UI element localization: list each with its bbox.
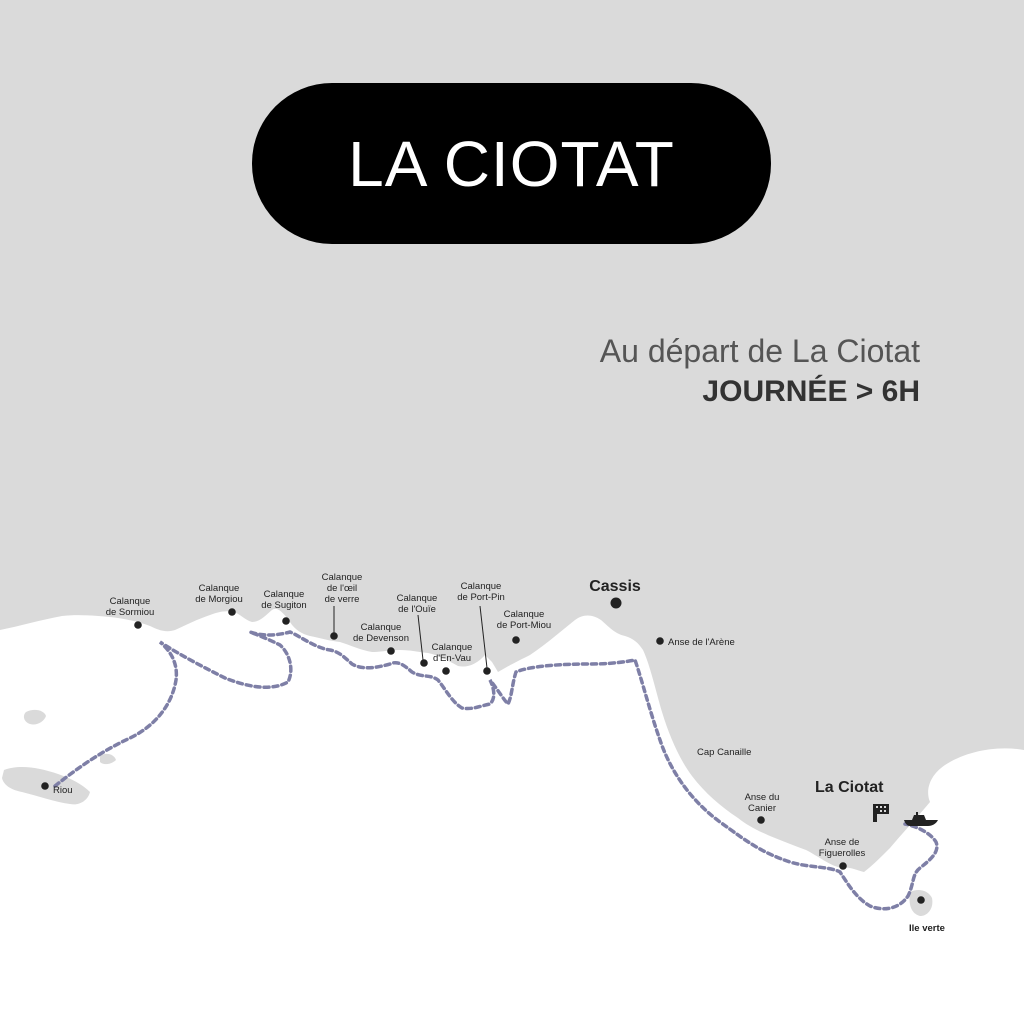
dot-ouie [420, 659, 428, 667]
dot-figuerolles [839, 862, 847, 870]
dot-ileverte [917, 896, 925, 904]
label-cassis: Cassis [589, 578, 641, 595]
label-line: de Port-Pin [457, 592, 505, 603]
dot-sugiton [282, 617, 290, 625]
pointer-ouie [417, 614, 424, 661]
label-laciotat: La Ciotat [815, 779, 884, 796]
page-title: LA CIOTAT [348, 127, 675, 200]
dot-portmiou [512, 636, 520, 644]
port-icon [873, 804, 889, 822]
label-line: Calanque [397, 593, 438, 604]
island-small-2 [100, 753, 116, 765]
label-line: de l'œil [327, 583, 357, 594]
label-line: Calanque [361, 622, 402, 633]
label-line: Calanque [504, 609, 545, 620]
label-line: de Port-Miou [497, 620, 551, 631]
label-line: Calanque [432, 642, 473, 653]
boat-route [53, 630, 939, 911]
location-dots [41, 597, 925, 904]
mainland [0, 0, 1024, 872]
dot-arene [656, 637, 664, 645]
subtitle-departure: Au départ de La Ciotat [599, 333, 920, 369]
label-line: Anse du [745, 792, 780, 803]
subtitle-duration: JOURNÉE > 6H [702, 375, 920, 408]
label-line: de Sugiton [261, 600, 306, 611]
dot-cassis [610, 597, 622, 609]
label-line: Calanque [199, 583, 240, 594]
label-arene: Anse de l'Arène [668, 637, 735, 648]
label-line: Calanque [264, 589, 305, 600]
label-ileverte: Ile verte [909, 923, 945, 934]
dot-oeil [330, 632, 338, 640]
label-line: Calanque [322, 572, 363, 583]
label-line: de Morgiou [195, 594, 243, 605]
dot-riou [41, 782, 49, 790]
label-line: Calanque [461, 581, 502, 592]
label-line: Calanque [110, 596, 151, 607]
pointer-portpin [479, 605, 488, 669]
dot-morgiou [228, 608, 236, 616]
island-small-1 [23, 709, 46, 725]
dot-portpin [483, 667, 491, 675]
label-line: Canier [748, 803, 776, 814]
label-line: de verre [325, 594, 360, 605]
label-line: Anse de [825, 837, 860, 848]
subtitle-block: Au départ de La Ciotat JOURNÉE > 6H [600, 330, 920, 412]
label-line: Figuerolles [819, 848, 866, 859]
inlet-sormiou [148, 628, 166, 662]
label-line: de Devenson [353, 633, 409, 644]
label-canaille: Cap Canaille [697, 747, 751, 758]
title-pill: LA CIOTAT [252, 83, 771, 244]
label-riou: Riou [53, 785, 73, 796]
dot-envau [442, 667, 450, 675]
label-line: de l'Ouïe [398, 604, 436, 615]
label-line: de Sormiou [106, 607, 155, 618]
dot-devenson [387, 647, 395, 655]
label-line: d'En-Vau [433, 653, 471, 664]
dot-canier [757, 816, 765, 824]
boat-icon [904, 812, 938, 826]
dot-sormiou [134, 621, 142, 629]
